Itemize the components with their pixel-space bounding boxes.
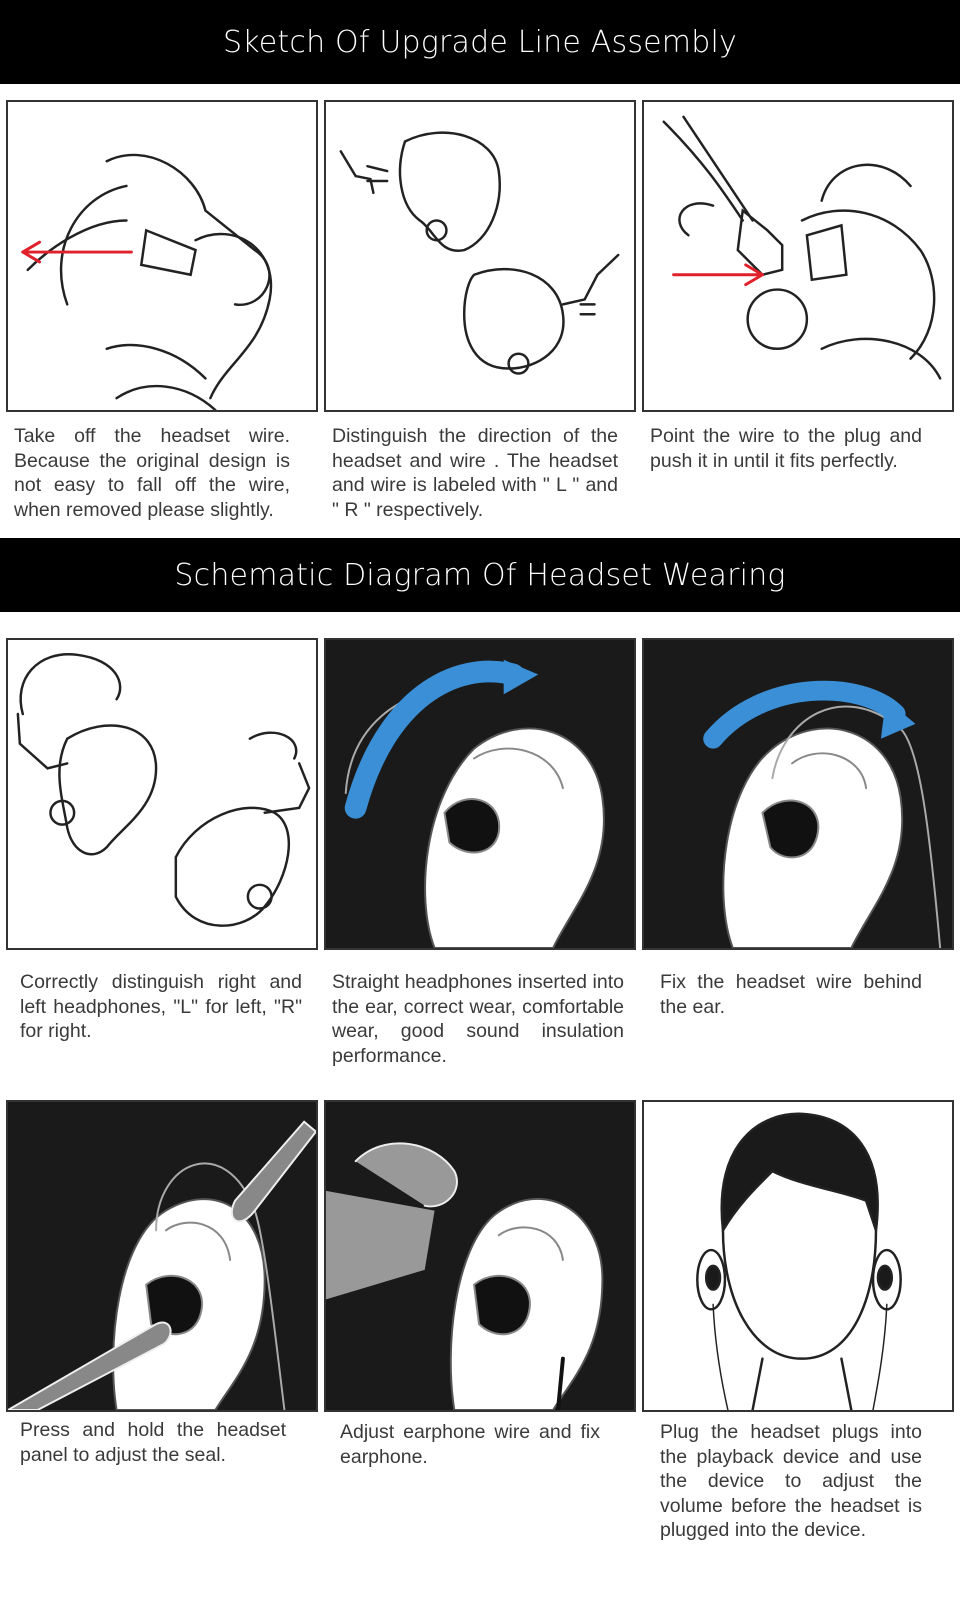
curved-arrow-icon bbox=[703, 680, 906, 749]
step-7-caption: Press and hold the headset panel to adju… bbox=[20, 1419, 286, 1466]
step-8-illustration bbox=[324, 1100, 636, 1412]
curved-arrow-icon bbox=[344, 660, 525, 819]
step-3-illustration bbox=[642, 100, 954, 412]
step-4-illustration bbox=[6, 638, 318, 950]
section-banner-assembly: Sketch Of Upgrade Line Assembly bbox=[0, 0, 960, 84]
step-7-illustration bbox=[6, 1100, 318, 1412]
section-title: Sketch Of Upgrade Line Assembly bbox=[223, 24, 737, 60]
step-1-caption: Take off the headset wire. Because the o… bbox=[14, 425, 290, 521]
step-3-caption: Point the wire to the plug and push it i… bbox=[650, 425, 922, 472]
step-4-caption: Correctly distinguish right and left hea… bbox=[20, 971, 302, 1042]
step-6-caption: Fix the headset wire behind the ear. bbox=[660, 971, 922, 1018]
step-6-illustration bbox=[642, 638, 954, 950]
step-8-caption: Adjust earphone wire and fix earphone. bbox=[340, 1421, 600, 1468]
step-1-illustration bbox=[6, 100, 318, 412]
step-2-illustration bbox=[324, 100, 636, 412]
step-5-illustration bbox=[324, 638, 636, 950]
step-9-illustration bbox=[642, 1100, 954, 1412]
step-5-caption: Straight headphones inserted into the ea… bbox=[332, 971, 624, 1067]
step-2-caption: Distinguish the direction of the headset… bbox=[332, 425, 618, 521]
section-banner-wearing: Schematic Diagram Of Headset Wearing bbox=[0, 538, 960, 612]
section-title: Schematic Diagram Of Headset Wearing bbox=[174, 557, 786, 593]
step-9-caption: Plug the headset plugs into the playback… bbox=[660, 1421, 922, 1541]
